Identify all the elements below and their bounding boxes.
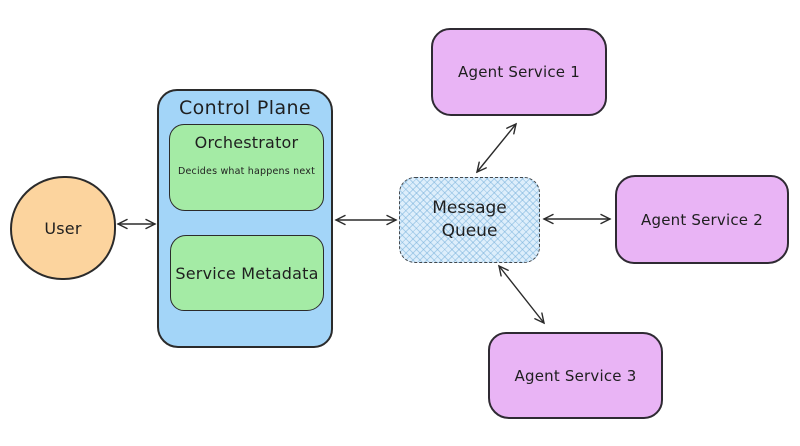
- edge-control-plane-message-queue-arrow: [334, 214, 398, 226]
- node-service-metadata: Service Metadata: [170, 235, 324, 311]
- node-agent-service-1: Agent Service 1: [431, 28, 607, 116]
- node-agent-service-2: Agent Service 2: [615, 175, 789, 264]
- message-queue-label-line-2: Queue: [441, 221, 498, 241]
- orchestrator-label: Orchestrator: [194, 133, 299, 152]
- agent-service-3-label: Agent Service 3: [514, 366, 637, 385]
- message-queue-label: Message Queue: [432, 197, 507, 243]
- message-queue-label-line-1: Message: [432, 198, 507, 219]
- orchestrator-description: Decides what happens next: [177, 166, 315, 177]
- edge-message-queue-agent-service-3-arrow: [498, 264, 545, 325]
- node-message-queue: Message Queue: [399, 177, 540, 263]
- node-user: User: [10, 176, 116, 280]
- node-control-plane: Control Plane Orchestrator Decides what …: [157, 89, 333, 348]
- agent-service-1-label: Agent Service 1: [458, 63, 580, 81]
- control-plane-label: Control Plane: [178, 97, 312, 119]
- edge-message-queue-agent-service-2-arrow: [542, 213, 612, 225]
- user-label: User: [44, 218, 82, 238]
- edge-message-queue-agent-service-1-arrow: [476, 122, 517, 174]
- service-metadata-label: Service Metadata: [175, 263, 319, 283]
- edge-user-control-plane-arrow: [116, 218, 157, 230]
- node-agent-service-3: Agent Service 3: [488, 332, 663, 419]
- agent-service-2-label: Agent Service 2: [641, 210, 763, 229]
- node-orchestrator: Orchestrator Decides what happens next: [169, 124, 324, 211]
